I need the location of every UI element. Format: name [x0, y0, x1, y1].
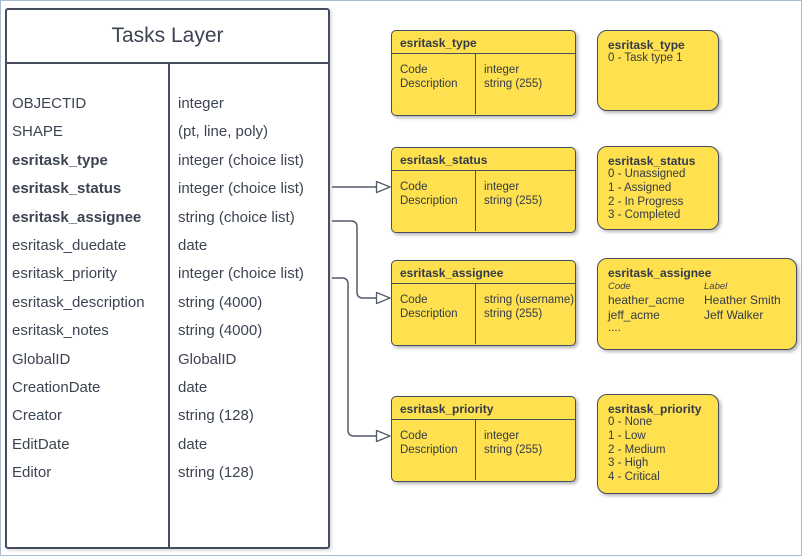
field-type: string (128) — [178, 464, 254, 482]
field-type-column: integer (pt, line, poly) integer (choice… — [168, 64, 328, 547]
description-label: Description — [400, 443, 458, 456]
connector-assignee — [332, 220, 376, 299]
description-type: string (255) — [484, 77, 543, 90]
value-list-title: esritask_status — [608, 154, 696, 168]
value-list-type: esritask_type 0 - Task type 1 — [597, 30, 719, 111]
domain-table-priority: esritask_priority Code Description integ… — [391, 396, 576, 482]
domain-title: esritask_assignee — [392, 261, 575, 284]
description-type: string (255) — [484, 194, 543, 207]
value-list-title: esritask_assignee — [608, 266, 712, 280]
field-type: integer — [178, 95, 224, 112]
domain-field-names: Code Description — [392, 171, 476, 231]
domain-field-types: integer string (255) — [476, 171, 575, 231]
code-type: string (username) — [484, 294, 575, 306]
assignee-code-header: Code — [608, 281, 631, 292]
tasks-layer-title: Tasks Layer — [7, 10, 328, 64]
field-name-column: OBJECTID SHAPE esritask_type esritask_st… — [7, 64, 168, 547]
field-name: esritask_notes — [12, 322, 109, 340]
value-list-status: esritask_status 0 - Unassigned 1 - Assig… — [597, 146, 719, 230]
value-item: 0 - Unassigned — [608, 168, 686, 180]
value-item: 2 - In Progress — [608, 195, 684, 208]
domain-table-assignee: esritask_assignee Code Description strin… — [391, 260, 576, 346]
description-label: Description — [400, 194, 458, 207]
domain-field-names: Code Description — [392, 420, 476, 480]
arrowhead-priority-icon — [375, 429, 391, 443]
field-type: date — [178, 378, 208, 396]
field-name: EditDate — [12, 435, 70, 453]
value-item: 2 - Medium — [608, 443, 666, 456]
tasks-layer-body: OBJECTID SHAPE esritask_type esritask_st… — [7, 64, 328, 547]
field-type: integer (choice list) — [178, 151, 304, 169]
field-name: esritask_status — [12, 180, 122, 198]
field-type: GlobalID — [178, 350, 237, 368]
assignee-code: heather_acme — [608, 293, 685, 307]
field-type: date — [178, 435, 208, 453]
assignee-label: Heather Smith — [704, 293, 781, 307]
field-name: Creator — [12, 407, 63, 425]
value-item: 0 - Task type 1 — [608, 52, 683, 64]
domain-table-type: esritask_type Code Description integer s… — [391, 30, 576, 116]
field-name: esritask_duedate — [12, 236, 127, 254]
tasks-layer-table: Tasks Layer OBJECTID SHAPE esritask_type… — [5, 8, 330, 549]
domain-field-types: string (username) string (255) — [476, 284, 575, 344]
field-name: GlobalID — [12, 350, 71, 368]
value-list-assignee: esritask_assignee Code Label heather_acm… — [597, 258, 797, 350]
field-name: esritask_description — [12, 293, 145, 311]
assignee-code: jeff_acme — [608, 307, 660, 322]
code-label: Code — [400, 430, 428, 442]
field-name: esritask_priority — [12, 265, 118, 283]
value-item: 0 - None — [608, 416, 653, 428]
description-type: string (255) — [484, 443, 543, 456]
code-label: Code — [400, 64, 428, 76]
description-label: Description — [400, 77, 458, 90]
field-type: (pt, line, poly) — [178, 123, 269, 141]
value-list-title: esritask_type — [608, 38, 685, 52]
assignee-label-header: Label — [704, 281, 728, 292]
domain-field-names: Code Description — [392, 284, 476, 344]
field-name: esritask_assignee — [12, 208, 142, 226]
connector-priority — [332, 277, 376, 437]
arrowhead-assignee-icon — [375, 291, 391, 305]
field-name: CreationDate — [12, 378, 101, 396]
domain-title: esritask_priority — [392, 397, 575, 420]
value-item: 1 - Low — [608, 429, 646, 442]
field-name: SHAPE — [12, 123, 63, 141]
assignee-ellipsis: .... — [608, 322, 621, 334]
value-list-priority: esritask_priority 0 - None 1 - Low 2 - M… — [597, 394, 719, 494]
field-type: string (4000) — [178, 293, 263, 311]
value-item: 4 - Critical — [608, 471, 660, 484]
description-type: string (255) — [484, 307, 543, 320]
code-label: Code — [400, 294, 428, 306]
field-name: esritask_type — [12, 151, 108, 169]
field-type: string (choice list) — [178, 208, 295, 226]
field-type: integer (choice list) — [178, 265, 304, 283]
domain-field-types: integer string (255) — [476, 54, 575, 114]
value-list-title: esritask_priority — [608, 402, 702, 416]
value-item: 3 - High — [608, 457, 649, 470]
field-name: OBJECTID — [12, 95, 87, 112]
assignee-label: Jeff Walker — [704, 307, 764, 322]
value-item: 1 - Assigned — [608, 181, 672, 194]
field-type: string (128) — [178, 407, 254, 425]
arrowhead-status-icon — [375, 180, 391, 194]
code-type: integer — [484, 430, 520, 442]
code-type: integer — [484, 181, 520, 193]
value-item: 3 - Completed — [608, 209, 681, 222]
assignee-table: Code Label heather_acme Heather Smith je… — [608, 280, 790, 322]
field-type: integer (choice list) — [178, 180, 304, 198]
code-label: Code — [400, 181, 428, 193]
domain-title: esritask_type — [392, 31, 575, 54]
description-label: Description — [400, 307, 458, 320]
domain-field-types: integer string (255) — [476, 420, 575, 480]
field-type: string (4000) — [178, 322, 263, 340]
field-name: Editor — [12, 464, 52, 482]
code-type: integer — [484, 64, 520, 76]
domain-field-names: Code Description — [392, 54, 476, 114]
field-type: date — [178, 236, 208, 254]
domain-table-status: esritask_status Code Description integer… — [391, 147, 576, 233]
domain-title: esritask_status — [392, 148, 575, 171]
